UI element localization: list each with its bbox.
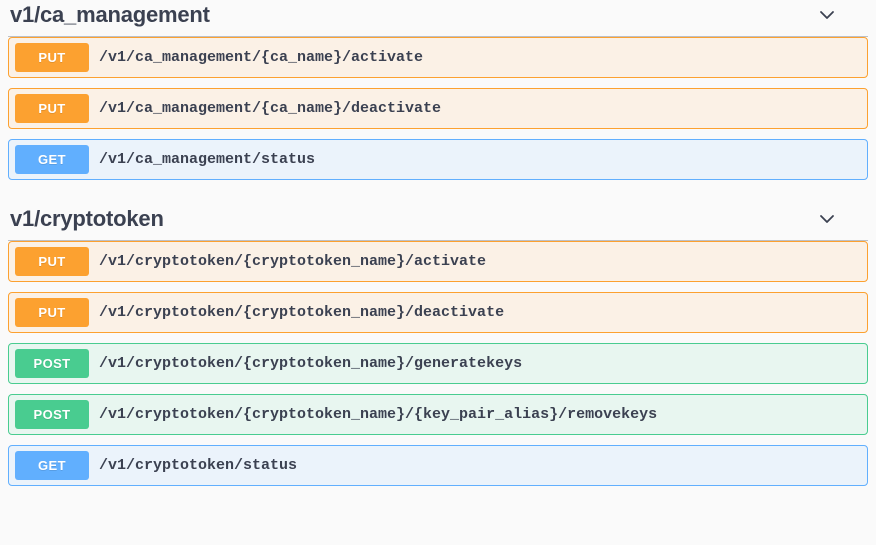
method-badge: POST — [15, 349, 89, 378]
operation-row[interactable]: PUT /v1/ca_management/{ca_name}/deactiva… — [8, 88, 868, 129]
operation-path: /v1/cryptotoken/{cryptotoken_name}/gener… — [99, 355, 523, 372]
tag-header-cryptotoken[interactable]: v1/cryptotoken — [8, 204, 868, 241]
chevron-down-icon[interactable] — [816, 4, 838, 26]
operation-path: /v1/cryptotoken/{cryptotoken_name}/activ… — [99, 253, 487, 270]
operation-path: /v1/cryptotoken/{cryptotoken_name}/{key_… — [99, 406, 658, 423]
method-badge: POST — [15, 400, 89, 429]
operation-row[interactable]: POST /v1/cryptotoken/{cryptotoken_name}/… — [8, 343, 868, 384]
tag-title: v1/ca_management — [10, 2, 210, 27]
method-badge: PUT — [15, 43, 89, 72]
operation-row[interactable]: PUT /v1/cryptotoken/{cryptotoken_name}/a… — [8, 241, 868, 282]
operation-row[interactable]: PUT /v1/cryptotoken/{cryptotoken_name}/d… — [8, 292, 868, 333]
tag-section-ca-management: v1/ca_management PUT /v1/ca_management/{… — [8, 0, 868, 180]
method-badge: PUT — [15, 94, 89, 123]
section-spacer — [8, 190, 868, 204]
operation-path: /v1/ca_management/status — [99, 151, 316, 168]
method-badge: GET — [15, 451, 89, 480]
operation-row[interactable]: GET /v1/cryptotoken/status — [8, 445, 868, 486]
operation-row[interactable]: PUT /v1/ca_management/{ca_name}/activate — [8, 37, 868, 78]
method-badge: PUT — [15, 247, 89, 276]
operation-path: /v1/ca_management/{ca_name}/activate — [99, 49, 424, 66]
tag-header-ca-management[interactable]: v1/ca_management — [8, 0, 868, 37]
api-operations-list: v1/ca_management PUT /v1/ca_management/{… — [8, 0, 868, 486]
operation-row[interactable]: POST /v1/cryptotoken/{cryptotoken_name}/… — [8, 394, 868, 435]
operation-path: /v1/cryptotoken/{cryptotoken_name}/deact… — [99, 304, 505, 321]
method-badge: GET — [15, 145, 89, 174]
operation-path: /v1/ca_management/{ca_name}/deactivate — [99, 100, 442, 117]
operation-path: /v1/cryptotoken/status — [99, 457, 298, 474]
chevron-down-icon[interactable] — [816, 208, 838, 230]
operation-row[interactable]: GET /v1/ca_management/status — [8, 139, 868, 180]
method-badge: PUT — [15, 298, 89, 327]
tag-title: v1/cryptotoken — [10, 206, 164, 231]
tag-section-cryptotoken: v1/cryptotoken PUT /v1/cryptotoken/{cryp… — [8, 204, 868, 486]
